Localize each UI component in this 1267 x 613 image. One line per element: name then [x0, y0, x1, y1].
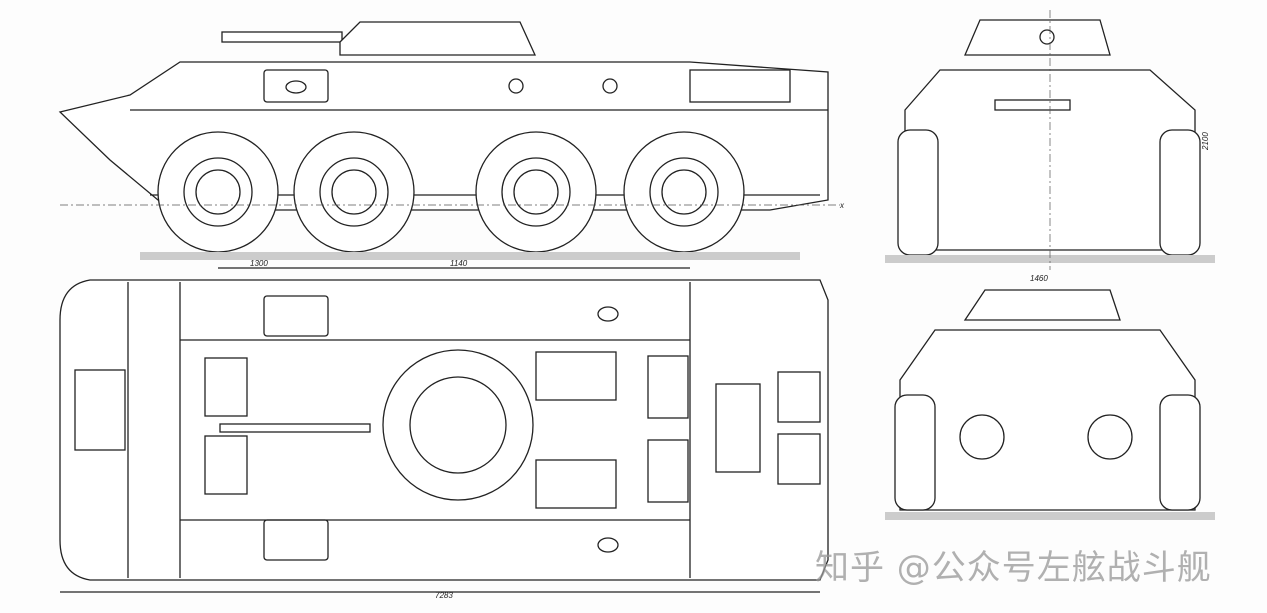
side-view: x 1300 1140: [58, 21, 845, 269]
front-view: 2100: [885, 10, 1215, 270]
wheels: [157, 131, 745, 253]
dimension-label: 1460: [1030, 274, 1048, 283]
dimension-label: 2100: [1201, 132, 1210, 151]
gun-barrel: [221, 31, 343, 43]
hatch: [263, 69, 329, 103]
dimension-label: 1140: [450, 259, 468, 268]
watermark: 知乎 @公众号左舷战斗舰: [815, 548, 1212, 588]
gun-barrel-top: [219, 423, 371, 433]
turret: [339, 21, 537, 56]
rear-view: 1460: [885, 274, 1215, 520]
turret-ring: [382, 349, 534, 501]
dimension-label: 1300: [250, 259, 268, 268]
top-view: 7283: [59, 279, 829, 600]
dimension-label: 7283: [435, 591, 453, 600]
ground-line: [140, 252, 800, 260]
axis-label-x: x: [839, 201, 845, 210]
